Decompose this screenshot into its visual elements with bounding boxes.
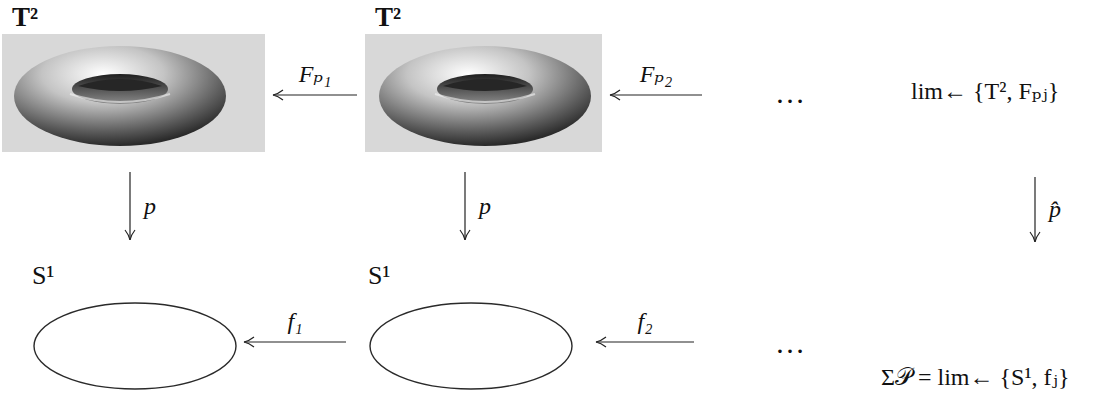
inverse-limit: lim← {T², Fₚⱼ} (908, 76, 1063, 107)
map-label: p (144, 193, 156, 219)
map-label: Fₚ₂ (640, 61, 673, 87)
space-label: S¹ (32, 262, 54, 291)
formula-text: … (775, 326, 805, 359)
formula-text: lim← {T², Fₚⱼ} (911, 78, 1060, 104)
ellipsis: … (772, 324, 808, 361)
torus-surface: T² (365, 34, 602, 152)
formula-text: Σ𝒫 = lim← {S¹, fⱼ} (881, 364, 1070, 390)
space-label: T² (12, 3, 38, 31)
torus-illustration (2, 34, 265, 152)
inverse-limit: Σ𝒫 = lim← {S¹, fⱼ} (878, 362, 1073, 393)
space-label: S¹ (368, 262, 390, 291)
map-label: Fₚ₁ (299, 61, 332, 87)
circle-illustration (32, 300, 238, 392)
map-arrow (596, 341, 694, 342)
map-arrow (464, 172, 465, 240)
map-arrow (129, 172, 130, 240)
torus-illustration (365, 34, 602, 152)
map-arrow (244, 341, 346, 342)
map-label: p̂ (1049, 196, 1061, 222)
map-arrow (1034, 177, 1035, 242)
torus-surface: T² (2, 34, 265, 152)
map-label: p (479, 193, 491, 219)
ellipsis: … (772, 74, 808, 111)
map-arrow (610, 94, 702, 95)
map-label: f₂ (637, 308, 652, 334)
circle-curve: S¹ (32, 300, 238, 392)
map-label: f₁ (287, 308, 302, 334)
circle-illustration (368, 300, 574, 392)
formula-text: … (775, 76, 805, 109)
circle-curve: S¹ (368, 300, 574, 392)
space-label: T² (375, 3, 401, 31)
map-arrow (273, 94, 357, 95)
